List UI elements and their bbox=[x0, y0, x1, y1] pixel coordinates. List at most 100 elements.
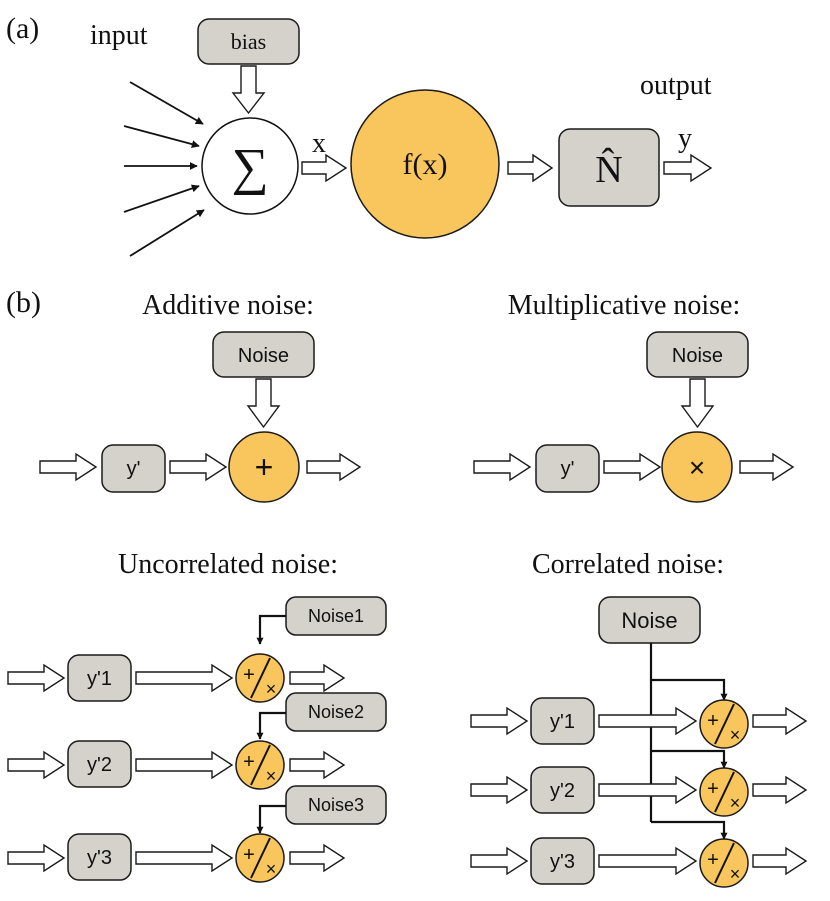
multiplicative-noise-arrow bbox=[680, 378, 715, 429]
correlated-branch-3 bbox=[651, 820, 728, 840]
panel-b: (b) Additive noise: Noise y' + Multiplic… bbox=[6, 286, 808, 888]
multiplicative-noise-box bbox=[646, 331, 749, 378]
noise-operator-symbol: N̂ bbox=[595, 148, 622, 191]
additive-noise-box bbox=[212, 331, 315, 378]
uncorrelated-noise1-wire bbox=[256, 614, 286, 645]
additive-signal-label: y' bbox=[127, 458, 141, 480]
uncorrelated-row1-slash bbox=[250, 657, 271, 699]
multiplicative-output-arrow bbox=[739, 452, 795, 482]
correlated-row2-long-arrow bbox=[598, 775, 698, 805]
multiplicative-signal-box bbox=[535, 444, 600, 493]
correlated-row3-signal-box bbox=[530, 837, 595, 885]
correlated-row1-plus: + bbox=[707, 710, 719, 732]
additive-op-symbol: + bbox=[255, 449, 274, 485]
panel-a: (a) input bias ∑ x f(x) N̂ output y bbox=[6, 12, 713, 257]
uncorrelated-row1-output-arrow bbox=[289, 663, 346, 693]
output-arrow bbox=[663, 153, 713, 183]
uncorrelated-row3-plus: + bbox=[243, 844, 255, 866]
correlated-row2-input-arrow bbox=[470, 775, 529, 805]
correlated-row3-input-arrow bbox=[470, 846, 529, 876]
correlated-row3-plus: + bbox=[707, 849, 719, 871]
panel-a-label: (a) bbox=[6, 12, 39, 45]
uncorrelated-row3-input-arrow bbox=[7, 843, 66, 873]
correlated-row-3: y'3 + × bbox=[470, 837, 808, 888]
additive-title: Additive noise: bbox=[142, 290, 314, 321]
uncorrelated-row3-slash bbox=[250, 837, 271, 879]
multiplicative-noise-block: Multiplicative noise: Noise y' × bbox=[473, 290, 795, 503]
additive-node bbox=[228, 431, 300, 503]
summation-node bbox=[201, 117, 299, 215]
uncorrelated-row2-long-arrow bbox=[135, 750, 234, 780]
uncorrelated-row3-times: × bbox=[266, 859, 277, 879]
correlated-row-1: y'1 + × bbox=[470, 697, 808, 749]
uncorrelated-row-1: Noise1 y'1 + × bbox=[7, 596, 387, 703]
uncorrelated-row-3: Noise3 y'3 + × bbox=[7, 785, 387, 883]
uncorrelated-row3-output-arrow bbox=[289, 843, 346, 873]
uncorrelated-row2-input-arrow bbox=[7, 750, 66, 780]
noise-operator-box bbox=[558, 128, 660, 207]
correlated-noise-block: Correlated noise: Noise y'1 + × bbox=[470, 549, 808, 888]
uncorrelated-row2-signal-label: y'2 bbox=[87, 754, 112, 776]
correlated-row3-long-arrow bbox=[598, 846, 698, 876]
correlated-row1-output-arrow bbox=[752, 706, 808, 736]
function-label: f(x) bbox=[403, 148, 448, 181]
multiplicative-node bbox=[661, 431, 733, 503]
bias-label: bias bbox=[231, 29, 266, 54]
additive-output-arrow bbox=[306, 452, 362, 482]
uncorrelated-title: Uncorrelated noise: bbox=[118, 549, 338, 580]
correlated-row1-long-arrow bbox=[598, 706, 698, 736]
uncorrelated-noise1-label: Noise1 bbox=[308, 606, 364, 626]
multiplicative-signal-label: y' bbox=[561, 458, 575, 480]
correlated-row3-slash bbox=[714, 842, 735, 884]
input-arrow-5 bbox=[129, 209, 205, 257]
additive-noise-block: Additive noise: Noise y' + bbox=[39, 290, 362, 503]
uncorrelated-row1-signal-label: y'1 bbox=[87, 668, 112, 690]
correlated-row1-times: × bbox=[730, 725, 741, 745]
uncorrelated-row1-plus: + bbox=[243, 664, 255, 686]
multiplicative-mid-arrow bbox=[603, 452, 662, 482]
correlated-row3-times: × bbox=[730, 864, 741, 884]
activation-node bbox=[350, 89, 500, 239]
correlated-row2-times: × bbox=[730, 793, 741, 813]
uncorrelated-row1-long-arrow bbox=[135, 663, 234, 693]
x-arrow bbox=[301, 153, 348, 183]
uncorrelated-row1-times: × bbox=[266, 679, 277, 699]
additive-input-arrow bbox=[39, 452, 98, 482]
uncorrelated-noise2-label: Noise2 bbox=[308, 702, 364, 722]
uncorrelated-noise3-label: Noise3 bbox=[308, 795, 364, 815]
correlated-branch-1 bbox=[651, 678, 728, 701]
input-label: input bbox=[90, 20, 148, 51]
correlated-row-2: y'2 + × bbox=[470, 766, 808, 817]
uncorrelated-noise3-wire bbox=[256, 804, 286, 834]
correlated-row1-input-arrow bbox=[470, 706, 529, 736]
input-arrow-1 bbox=[129, 81, 204, 125]
uncorrelated-noise2-wire bbox=[256, 711, 286, 740]
correlated-noise-label: Noise bbox=[621, 608, 677, 633]
uncorrelated-row1-input-arrow bbox=[7, 663, 66, 693]
correlated-noise-box bbox=[598, 596, 701, 644]
uncorrelated-row3-signal-box bbox=[67, 833, 132, 881]
uncorrelated-row3-signal-label: y'3 bbox=[87, 847, 112, 869]
correlated-row2-output-arrow bbox=[752, 775, 808, 805]
additive-signal-box bbox=[101, 444, 166, 493]
bias-box bbox=[197, 18, 300, 65]
additive-mid-arrow bbox=[169, 452, 228, 482]
correlated-row1-signal-label: y'1 bbox=[550, 711, 575, 733]
uncorrelated-row2-output-arrow bbox=[289, 750, 346, 780]
summation-symbol: ∑ bbox=[231, 139, 268, 196]
correlated-branch-2 bbox=[651, 749, 728, 769]
input-arrow-4 bbox=[123, 184, 200, 213]
uncorrelated-row2-slash bbox=[250, 744, 271, 786]
uncorrelated-noise-block: Uncorrelated noise: Noise1 y'1 + × Noise… bbox=[7, 549, 387, 883]
panel-b-label: (b) bbox=[6, 286, 41, 319]
correlated-row2-signal-box bbox=[530, 766, 595, 814]
uncorrelated-row2-signal-box bbox=[67, 740, 132, 788]
uncorrelated-row2-plus: + bbox=[243, 751, 255, 773]
activation-to-noise-arrow bbox=[507, 153, 554, 183]
correlated-row2-plus: + bbox=[707, 778, 719, 800]
bias-down-arrow bbox=[231, 65, 266, 115]
correlated-title: Correlated noise: bbox=[532, 549, 724, 580]
output-label: output bbox=[640, 70, 712, 101]
correlated-row2-signal-label: y'2 bbox=[550, 780, 575, 802]
